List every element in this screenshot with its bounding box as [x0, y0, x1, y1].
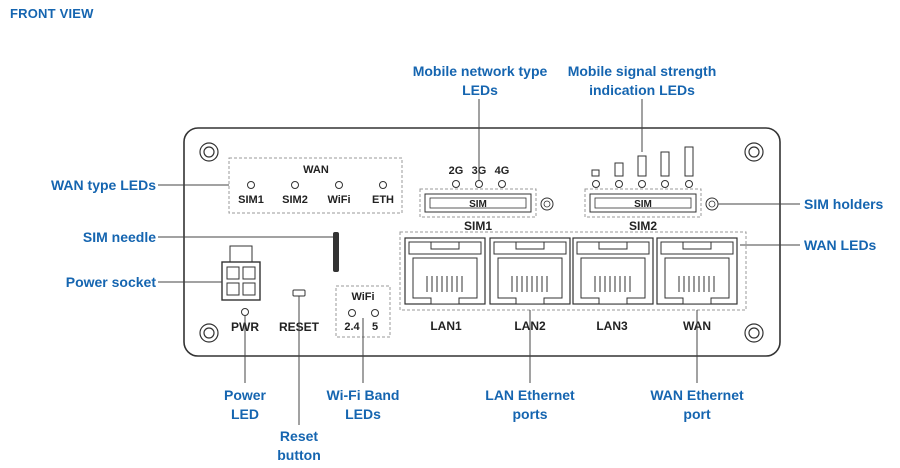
led-wifi-2-4 [348, 309, 356, 317]
callout-lan-ports: LAN Ethernet ports [485, 387, 575, 422]
wifi-band-label: 5 [372, 321, 378, 333]
signal-bar-3 [637, 155, 647, 177]
wan-led-label: SIM2 [282, 194, 308, 206]
sim1-slot-box [419, 188, 537, 218]
sim1-holder [424, 193, 532, 213]
ethernet-port-box [399, 231, 747, 311]
sim-needle [333, 232, 339, 272]
screw-icon [744, 323, 764, 343]
callout-sim-holders: SIM holders [804, 196, 884, 212]
lan-ethernet-port [572, 237, 654, 305]
callout-wan-port: WAN Ethernet port [650, 387, 744, 422]
callout-wan-leds: WAN LEDs [804, 237, 877, 253]
sim-holder-label: SIM [634, 199, 652, 210]
sim2-holder [589, 193, 697, 213]
callout-mobile-network-type: Mobile network type LEDs [412, 63, 548, 98]
power-led [241, 308, 249, 316]
led-wifi-5 [371, 309, 379, 317]
sim-slot-label: SIM1 [464, 219, 492, 233]
lan-ethernet-port [489, 237, 571, 305]
wan-group-label: WAN [303, 164, 329, 176]
signal-led [685, 180, 693, 188]
wan-led-label: WiFi [327, 194, 350, 206]
page-title: FRONT VIEW [10, 6, 94, 21]
callout-power-led: Power LED [223, 387, 266, 422]
port-label: LAN1 [430, 319, 462, 333]
callout-wifi-band-leds: Wi-Fi Band LEDs [326, 387, 400, 422]
led-sim1 [247, 181, 255, 189]
screw-icon [744, 142, 764, 162]
signal-bar-2 [614, 162, 624, 177]
wifi-group-label: WiFi [351, 291, 374, 303]
lan-ethernet-port [404, 237, 486, 305]
led-2g [452, 180, 460, 188]
signal-bar-5 [684, 146, 694, 177]
callout-reset-button: Reset button [277, 428, 321, 463]
sim-holder-label: SIM [469, 199, 487, 210]
callout-power-socket: Power socket [65, 274, 156, 290]
sim-eject-hole [705, 197, 719, 211]
mobile-type-label: 4G [495, 165, 510, 177]
mobile-type-label: 2G [449, 165, 464, 177]
led-eth [379, 181, 387, 189]
callout-mobile-signal: Mobile signal strength indication LEDs [567, 63, 717, 98]
power-socket-latch [229, 245, 253, 263]
signal-bar-1 [591, 169, 600, 177]
port-label: LAN3 [596, 319, 628, 333]
wan-led-label: ETH [372, 194, 394, 206]
power-socket [221, 261, 261, 301]
led-sim2 [291, 181, 299, 189]
callout-sim-needle: SIM needle [82, 229, 156, 245]
wan-led-label: SIM1 [238, 194, 264, 206]
sim2-slot-box [584, 188, 702, 218]
wan-led-group-box [228, 157, 403, 214]
wan-ethernet-port [656, 237, 738, 305]
signal-led [638, 180, 646, 188]
led-wifi [335, 181, 343, 189]
led-3g [475, 180, 483, 188]
sim-eject-hole [540, 197, 554, 211]
callout-wan-type-leds: WAN type LEDs [50, 177, 156, 193]
led-4g [498, 180, 506, 188]
signal-bar-4 [660, 151, 670, 177]
screw-icon [199, 323, 219, 343]
reset-button [292, 289, 306, 297]
sim-slot-label: SIM2 [629, 219, 657, 233]
callout-lines [158, 99, 800, 425]
signal-led [661, 180, 669, 188]
screw-icon [199, 142, 219, 162]
signal-led [592, 180, 600, 188]
wifi-band-label: 2.4 [344, 321, 360, 333]
signal-led [615, 180, 623, 188]
